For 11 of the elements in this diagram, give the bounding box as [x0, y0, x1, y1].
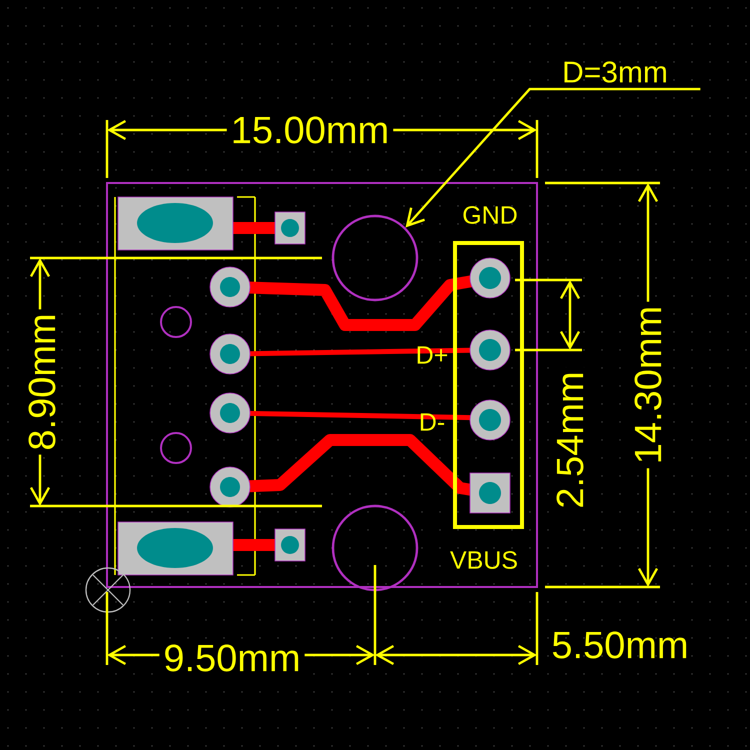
leader-line — [406, 88, 700, 228]
leader-text: D=3mm — [564, 61, 666, 83]
dimension-label: 15.00mm — [226, 112, 394, 148]
mounting-hole — [332, 214, 418, 302]
pin-label: GND — [463, 206, 517, 224]
pin-label: VBUS — [450, 551, 517, 569]
dimension-label: 9.50mm — [159, 640, 305, 676]
dimension-label: 8.90mm — [24, 309, 60, 455]
dimension-label: 5.50mm — [552, 632, 686, 658]
dimension-label: 2.54mm — [552, 367, 588, 513]
dimension-label: 14.30mm — [630, 302, 666, 468]
